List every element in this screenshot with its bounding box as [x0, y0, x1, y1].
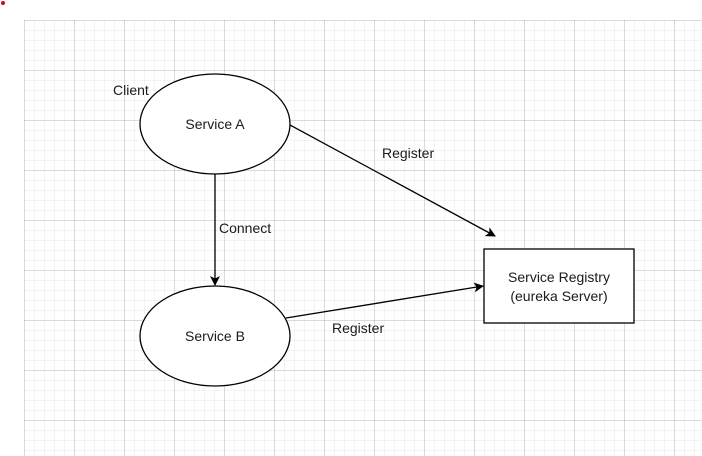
client-label: Client: [113, 82, 149, 98]
grid-background: [24, 20, 702, 456]
red-dot-marker: [1, 1, 5, 5]
service-registry-label: Service Registry: [508, 269, 610, 285]
register-b-edge-label: Register: [332, 320, 384, 336]
register-a-edge-label: Register: [382, 145, 434, 161]
service-b-node[interactable]: Service B: [139, 285, 291, 387]
service-b-label: Service B: [185, 328, 245, 344]
service-a-node[interactable]: Service A: [139, 73, 291, 175]
service-registry-node[interactable]: Service Registry (eureka Server): [483, 248, 635, 324]
service-a-label: Service A: [185, 116, 245, 132]
connect-edge-label: Connect: [219, 220, 271, 236]
register-b-edge[interactable]: [285, 282, 484, 319]
register-a-edge[interactable]: [289, 124, 496, 237]
service-registry-sublabel: (eureka Server): [510, 288, 607, 304]
